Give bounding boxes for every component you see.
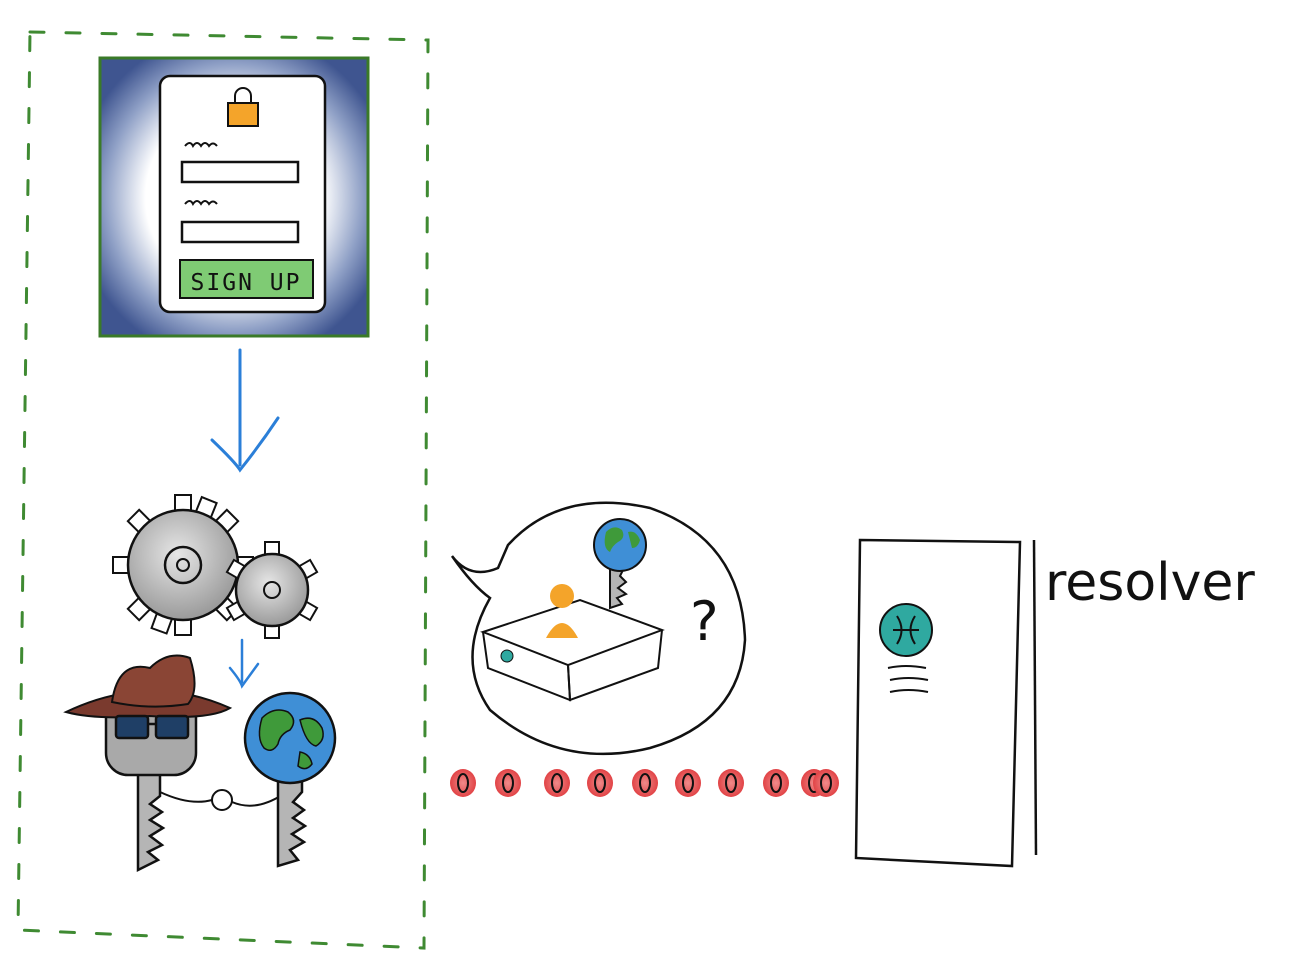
field-label-squiggle [184,142,218,148]
arrow-down-icon [228,638,260,689]
username-field[interactable] [180,160,300,184]
client-boundary [16,30,430,950]
data-packet [544,769,570,797]
arrow-down-icon [210,348,280,473]
data-stream [450,769,839,797]
spy-key-icon [63,654,233,873]
user-icon [546,584,578,638]
signup-button[interactable]: SIGN UP [179,259,314,299]
data-packet [813,769,839,797]
data-packet [495,769,521,797]
question-mark: ? [690,590,719,653]
data-packet [763,769,789,797]
data-packet [450,769,476,797]
data-packet [718,769,744,797]
gear-icon [112,494,254,636]
data-packet [587,769,613,797]
signup-button-label: SIGN UP [191,270,302,296]
handshake-link [159,789,283,811]
resolver-globe-icon [879,603,933,657]
field-label-squiggle [184,200,218,206]
data-packet [632,769,658,797]
password-field[interactable] [180,220,300,244]
signup-form-frame: SIGN UP [98,56,370,338]
padlock-icon [227,87,259,127]
resolver-label: resolver [1045,553,1255,613]
resolver-server [854,538,1038,868]
thought-bubble: ? [450,501,747,756]
globe-key-icon [243,691,337,868]
globe-key-icon [593,518,647,610]
data-packet [675,769,701,797]
gear-icon [225,541,319,639]
